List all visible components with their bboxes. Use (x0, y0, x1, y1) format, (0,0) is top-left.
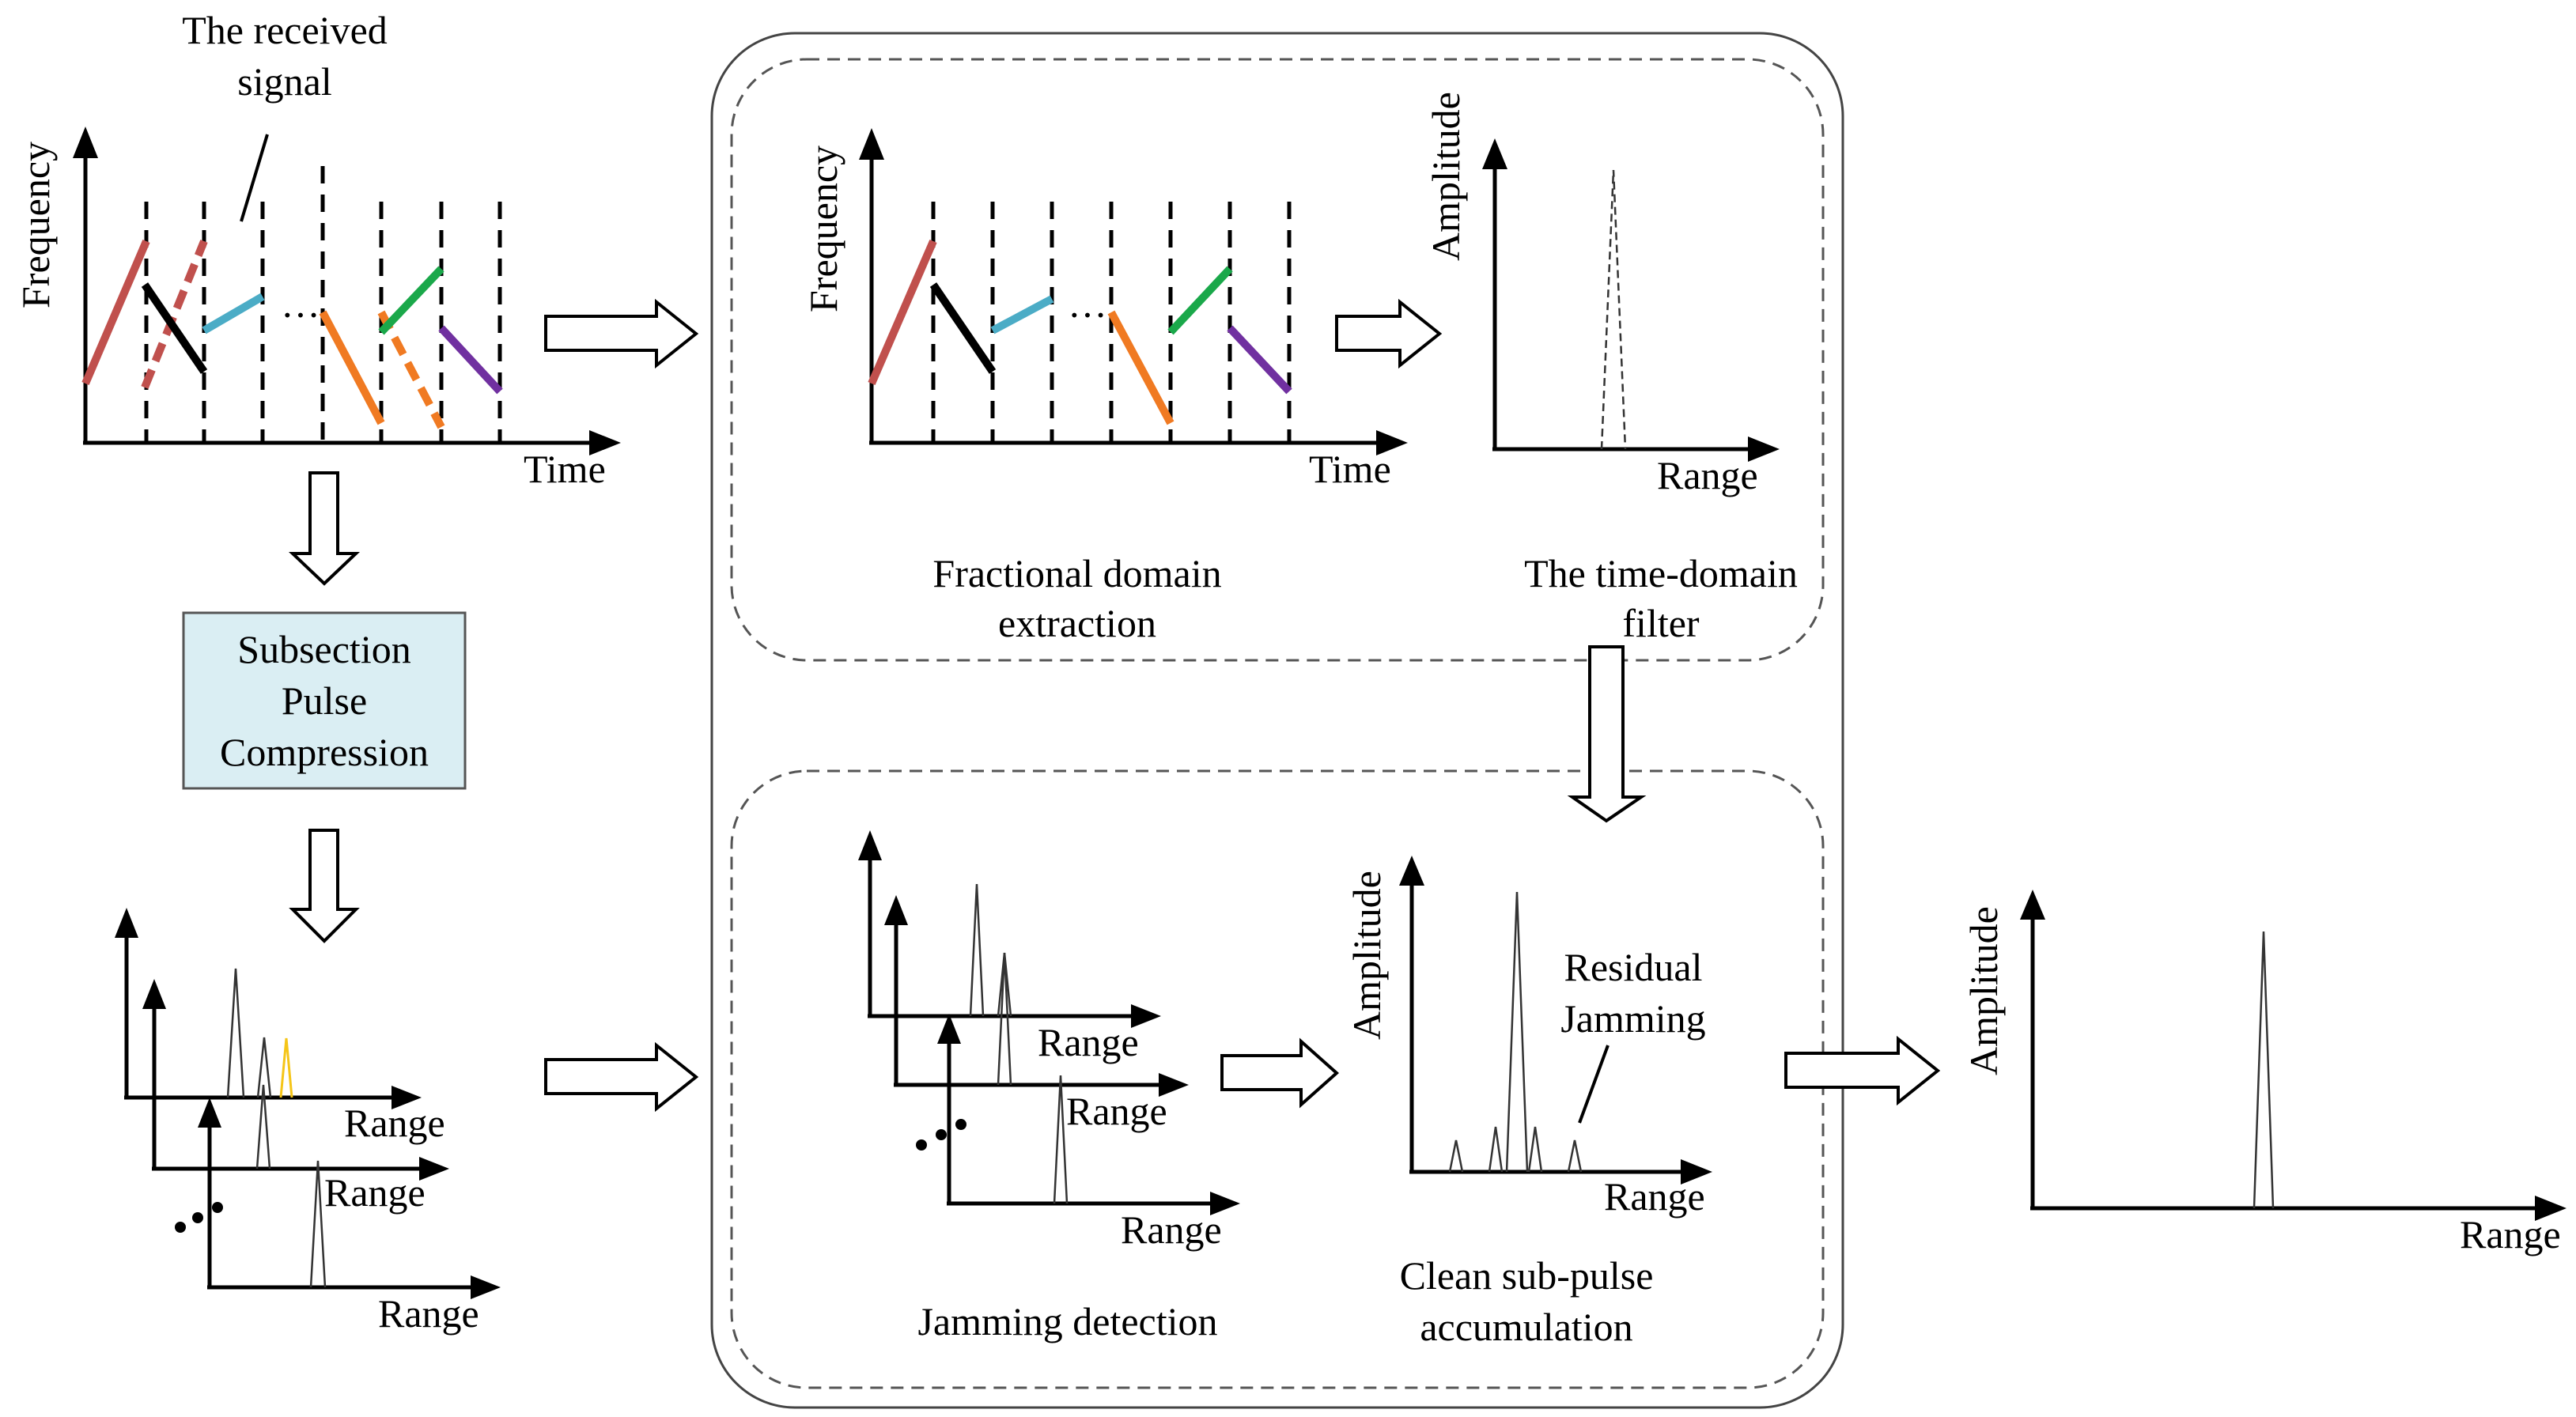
arrow-to-subsection (288, 471, 361, 586)
received-signal-plot: The received signal Frequency Time ··· (13, 8, 621, 491)
amplitude-axis-label-3: Amplitude (1961, 906, 2006, 1075)
yellow-peak (279, 1037, 293, 1098)
filtered-peak (1600, 169, 1627, 450)
ellipsis: ··· (281, 293, 320, 337)
clean-caption-1: Clean sub-pulse (1400, 1253, 1654, 1298)
range-label-jd-front: Range (1121, 1207, 1222, 1252)
arrow-to-accumulation (1567, 645, 1647, 823)
arrow-to-filter (1335, 298, 1443, 369)
arrow-to-fractional (544, 298, 699, 369)
clean-caption-2: accumulation (1420, 1305, 1632, 1349)
frequency-axis-label-2: Frequency (801, 145, 845, 312)
range-label-jd-middle: Range (1066, 1089, 1167, 1133)
time-slot-dividers (144, 166, 502, 443)
y-axis-arrow (73, 127, 98, 158)
range-label-accum: Range (1604, 1174, 1705, 1219)
arrow-to-output (1784, 1035, 1941, 1106)
range-label-filter: Range (1657, 453, 1758, 497)
received-signal-label-1: The received (182, 8, 388, 52)
jamming-detection-caption: Jamming detection (917, 1299, 1217, 1343)
arrow-to-clean-accumulation (1220, 1037, 1340, 1109)
fractional-caption-1: Fractional domain (932, 551, 1221, 595)
time-axis-label-2: Time (1309, 447, 1391, 491)
fractional-caption-2: extraction (998, 601, 1156, 645)
fractional-domain-plot: Frequency Time ··· Fractional domain ext… (801, 128, 1408, 645)
amplitude-axis-label-2: Amplitude (1345, 871, 1389, 1040)
subsection-label-3: Compression (220, 730, 429, 774)
final-output-plot: Amplitude Range (1961, 890, 2567, 1256)
x-axis-arrow (589, 430, 621, 455)
arrow-to-jamming-detection (544, 1041, 699, 1113)
jamming-detection-plots: Range Range Range Jamming detection (858, 830, 1240, 1343)
tdfilter-caption-2: filter (1622, 601, 1700, 645)
range-label-middle: Range (324, 1170, 426, 1215)
sub-pulse-chirps: ··· (81, 240, 503, 429)
clean-accumulation-plot: Amplitude Range Residual Jamming Clean s… (1345, 856, 1712, 1349)
arrow-to-compressed-profiles (289, 829, 360, 943)
received-signal-pointer (240, 134, 269, 222)
range-label-jd-back: Range (1038, 1020, 1139, 1064)
amplitude-axis-label-1: Amplitude (1424, 92, 1468, 261)
received-signal-label-2: signal (237, 59, 331, 104)
range-label-front: Range (378, 1291, 479, 1336)
ellipsis-2: ··· (1068, 293, 1107, 337)
range-label-output: Range (2460, 1212, 2561, 1256)
frequency-axis-label: Frequency (13, 142, 58, 308)
residual-pointer (1578, 1045, 1610, 1124)
time-axis-label: Time (524, 447, 606, 491)
residual-label-1: Residual (1564, 945, 1703, 989)
residual-label-2: Jamming (1560, 996, 1705, 1041)
subsection-pulse-compression-box: Subsection Pulse Compression (182, 611, 467, 790)
subsection-label-2: Pulse (282, 678, 367, 723)
upper-stage-frame (730, 58, 1825, 662)
tdfilter-caption-1: The time-domain (1524, 551, 1798, 595)
range-label-back: Range (344, 1101, 445, 1145)
processing-frame (710, 32, 1844, 1409)
compressed-range-profiles: Range Range Range (115, 908, 501, 1336)
time-domain-filter-plot: Amplitude Range The time-domain filter (1424, 92, 1798, 645)
subsection-label-1: Subsection (237, 627, 410, 671)
